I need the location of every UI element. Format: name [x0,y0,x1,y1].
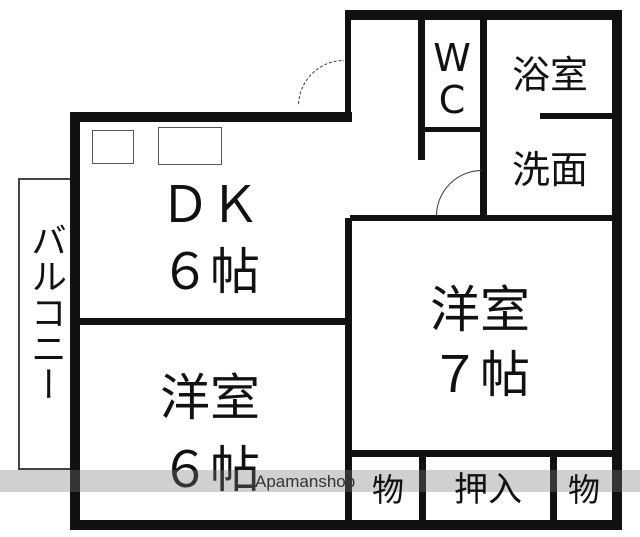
western6-name: 洋室 [160,369,260,427]
watermark: Apamanshop [255,472,356,491]
wall [612,10,622,530]
balcony [18,178,70,470]
wall [418,127,487,132]
wc-door[interactable] [392,112,464,184]
storage-left-label: 物 [371,471,405,509]
western6-size: ６帖 [160,441,260,499]
dk-size: ６帖 [160,243,260,301]
storage-right-label: 物 [567,471,601,509]
balcony-label: バルコニー [25,222,66,402]
wall [419,450,426,525]
wall [540,113,612,119]
wall [70,112,352,122]
wc-label-w: W [433,36,471,80]
western7-name: 洋室 [430,281,530,339]
wall [480,20,487,220]
stove [92,130,134,164]
bath-label: 浴室 [511,53,589,97]
wall [418,20,425,160]
wall [350,215,612,221]
western7-size: ７帖 [430,346,530,404]
sink [158,127,222,165]
wall [550,450,557,525]
dk-name: ＤＫ [160,176,260,234]
closet-label: 押入 [454,470,522,510]
entrance-door[interactable] [298,60,344,106]
wall [345,10,351,120]
washroom-label: 洗面 [511,148,589,192]
wc-label-c: C [438,78,466,122]
watermark-band [0,470,640,492]
wall [70,318,350,325]
wall [350,450,612,457]
wall [345,218,352,530]
wall [345,10,622,20]
